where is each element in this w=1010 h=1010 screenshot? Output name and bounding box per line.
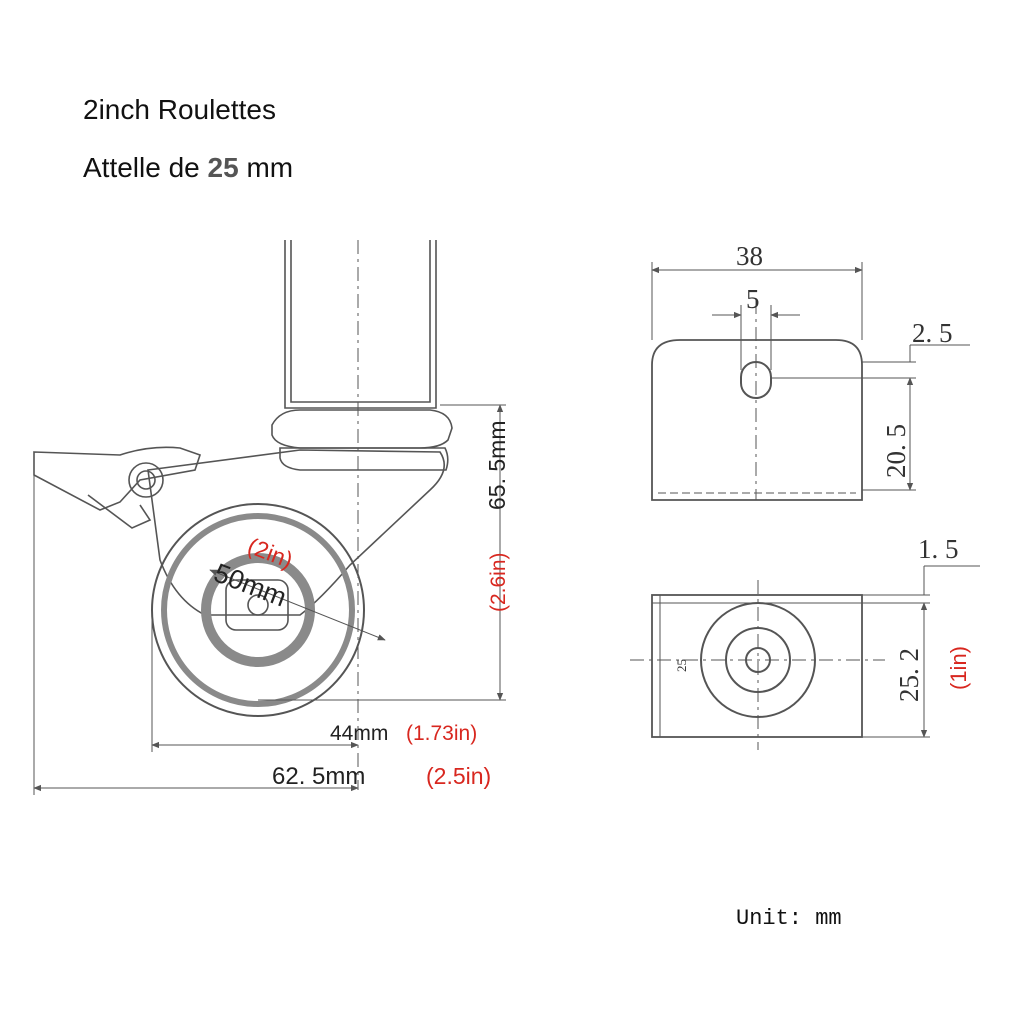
- width-in-label: (1.73in): [406, 722, 477, 745]
- subtitle-suffix: mm: [238, 152, 294, 183]
- thickness-label: 1. 5: [918, 534, 959, 564]
- length-mm-label: 62. 5mm: [272, 763, 365, 790]
- bottom-plate-outline: [651, 594, 863, 738]
- height-in-label: (2.6in): [487, 552, 510, 612]
- length-in-label: (2.5in): [426, 763, 491, 789]
- depth-in-label: (1in): [946, 646, 971, 690]
- swivel-ring-lower: [279, 447, 449, 471]
- depth-label: 25. 2: [894, 648, 924, 702]
- wheel-in-label: (2in): [244, 532, 296, 573]
- center-small-label: 25: [674, 659, 689, 672]
- height-mm-label: 65. 5mm: [484, 421, 510, 510]
- top-plate-view: [651, 262, 970, 501]
- stem-bracket: [284, 240, 437, 409]
- thickness-leader: [923, 565, 980, 595]
- brake-pedal-edge: [87, 494, 152, 529]
- unit-note: Unit: mm: [736, 906, 842, 931]
- swivel-ring: [271, 409, 453, 449]
- subtitle-prefix: Attelle de: [83, 152, 208, 183]
- caster-side-view: [33, 240, 506, 795]
- title: 2inch Roulettes: [83, 94, 276, 126]
- top-width-label: 38: [736, 241, 763, 271]
- subtitle: Attelle de 25 mm: [83, 152, 293, 184]
- diameter-leader: [209, 569, 386, 641]
- brake-pivot: [128, 462, 164, 498]
- offset-leader: [909, 344, 970, 362]
- top-plate-outline: [651, 339, 863, 501]
- offset-label: 2. 5: [912, 318, 953, 348]
- slot-width-label: 5: [746, 284, 760, 314]
- subtitle-value: 25: [207, 152, 239, 183]
- title-text: 2inch Roulettes: [83, 94, 277, 125]
- brake-lever: [33, 446, 202, 511]
- brake-pivot-inner: [136, 470, 156, 490]
- fork-body: [147, 449, 446, 616]
- width-mm-label: 44mm: [330, 722, 388, 745]
- top-height-label: 20. 5: [881, 424, 911, 478]
- bottom-plate-view: [630, 565, 980, 750]
